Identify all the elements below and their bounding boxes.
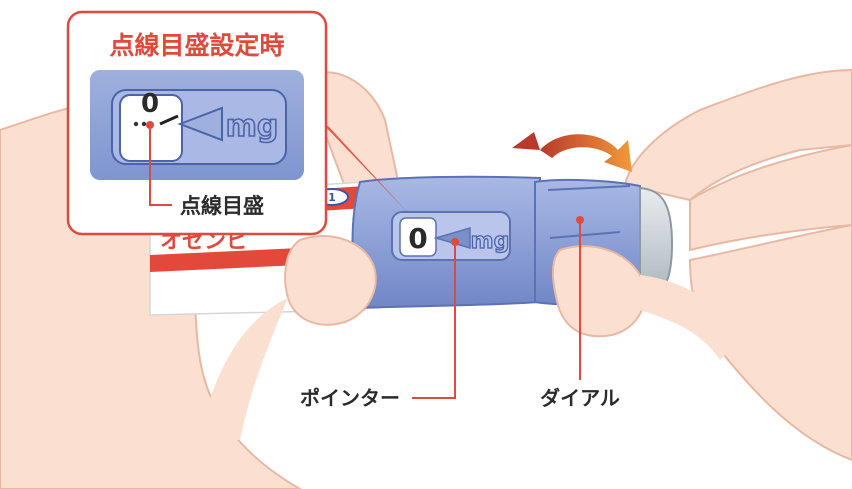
right-thumb — [552, 245, 740, 360]
dial-label: ダイアル — [540, 386, 620, 410]
inset-callout-label: 点線目盛 — [180, 194, 264, 218]
dial-dot — [576, 216, 584, 224]
pen-dose-digit: 0 — [408, 222, 427, 255]
inset-pointer-arrow — [177, 106, 223, 142]
inset-unit: mg — [226, 109, 279, 144]
zoom-wedge — [300, 100, 410, 215]
pointer-label: ポインター — [300, 386, 400, 410]
left-thumb — [200, 235, 377, 440]
rotation-arrow — [512, 132, 632, 172]
inset-dotted-scale-marker — [146, 121, 154, 129]
pen-cap-badge-text: 1 — [328, 191, 336, 204]
pointer-dot — [451, 238, 459, 246]
pen-dose-unit: mg — [471, 229, 510, 254]
inset-title: 点線目盛設定時 — [109, 31, 284, 60]
inset-callout: 点線目盛設定時 0 mg 点線目盛 — [66, 10, 328, 236]
right-hand — [623, 68, 852, 462]
inset-digit: 0 — [141, 89, 159, 119]
pointer-leader-line — [412, 244, 456, 399]
